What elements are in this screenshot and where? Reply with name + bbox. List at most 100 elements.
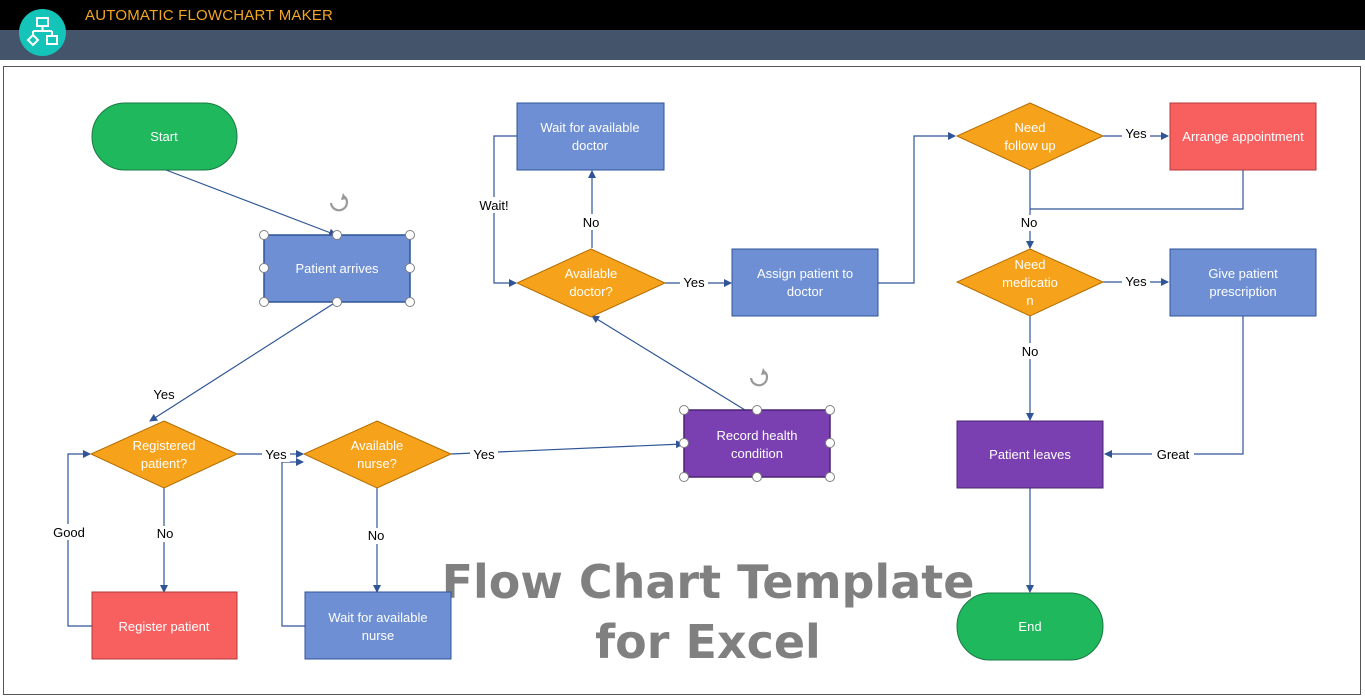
label-bg (1017, 215, 1041, 231)
label-bg (1018, 343, 1042, 359)
edge-label-no: No (1022, 344, 1039, 359)
node-patient-arrives[interactable]: Patient arrives (263, 234, 411, 303)
edge-label-yes: Yes (683, 275, 705, 290)
process-shape (731, 248, 879, 317)
process-shape (956, 420, 1104, 489)
edge-label-no: No (583, 215, 600, 230)
resize-handle[interactable] (405, 263, 415, 273)
decision-shape (955, 102, 1105, 171)
node-label: Start (150, 129, 178, 144)
app-title: AUTOMATIC FLOWCHART MAKER (85, 7, 334, 24)
node-need-medication[interactable]: Need medicatio n (955, 248, 1105, 317)
edge-label-no: No (157, 526, 174, 541)
node-label-line-2: follow up (1004, 138, 1055, 153)
node-give-prescription[interactable]: Give patient prescription (1169, 248, 1317, 317)
edge-arrives-registered (149, 301, 337, 422)
edge-label-yes: Yes (1125, 274, 1147, 289)
node-need-follow-up[interactable]: Need follow up (955, 102, 1105, 171)
resize-handle[interactable] (679, 472, 689, 482)
edge-waitnurse-nurse (281, 458, 305, 627)
decision-shape (89, 420, 239, 489)
node-label-line-1: Give patient (1208, 266, 1278, 281)
node-label-line-1: Assign patient to (757, 266, 853, 281)
edge-label-yes: Yes (265, 447, 287, 462)
node-available-nurse[interactable]: Available nurse? (302, 420, 453, 489)
flowchart-icon[interactable] (19, 9, 66, 56)
resize-handle[interactable] (405, 230, 415, 240)
node-label-line-2: nurse? (357, 456, 397, 471)
resize-handle[interactable] (825, 405, 835, 415)
resize-handle[interactable] (259, 230, 269, 240)
node-end[interactable]: End (956, 592, 1104, 661)
edge-record-doctor (591, 315, 746, 411)
node-label: Arrange appointment (1182, 129, 1304, 144)
node-label-line-1: Record health (717, 428, 798, 443)
process-shape (304, 591, 452, 660)
resize-handle[interactable] (679, 438, 689, 448)
terminal-shape (91, 102, 238, 171)
label-bg (1122, 126, 1150, 142)
watermark-line-1: Flow Chart Template (442, 555, 975, 609)
edge-label-yes: Yes (1125, 126, 1147, 141)
rotate-handle-icon[interactable] (749, 368, 768, 387)
edge-prescription-leaves (1104, 316, 1244, 458)
resize-handle[interactable] (259, 297, 269, 307)
edge-label-great: Great (1157, 447, 1190, 462)
process-shape (516, 102, 665, 171)
resize-handle[interactable] (825, 472, 835, 482)
resize-handle[interactable] (405, 297, 415, 307)
edge-start-arrives (165, 169, 337, 237)
node-label-line-1: Wait for available (328, 610, 427, 625)
process-shape (91, 591, 238, 660)
page-title: FLOWCHART (85, 67, 195, 86)
node-label: End (1018, 619, 1041, 634)
edge-assign-follow (878, 132, 956, 284)
resize-handle[interactable] (825, 438, 835, 448)
node-register-patient[interactable]: Register patient (91, 591, 238, 660)
node-label-line-2: condition (731, 446, 783, 461)
node-assign-doctor[interactable]: Assign patient to doctor (731, 248, 879, 317)
node-wait-nurse[interactable]: Wait for available nurse (304, 591, 452, 660)
process-shape (1169, 248, 1317, 317)
flowchart-icon-glyph (26, 17, 58, 47)
label-bg (262, 446, 290, 462)
flowchart-canvas (3, 66, 1361, 695)
resize-handle[interactable] (332, 230, 342, 240)
edge-appointment-merge (1030, 170, 1244, 210)
node-available-doctor[interactable]: Available doctor? (515, 248, 667, 318)
edge-labels: Yes Yes No Good Yes No No Wait! Yes Yes … (50, 126, 1194, 544)
node-arrange-appointment[interactable]: Arrange appointment (1169, 102, 1317, 171)
node-label-line-1: Need (1014, 257, 1045, 272)
node-wait-doctor[interactable]: Wait for available doctor (516, 102, 665, 171)
process-shape (683, 409, 831, 478)
node-label: Patient arrives (295, 261, 379, 276)
node-patient-leaves[interactable]: Patient leaves (956, 420, 1104, 489)
node-label-line-1: Registered (133, 438, 196, 453)
edge-label-yes: Yes (473, 447, 495, 462)
resize-handle[interactable] (332, 297, 342, 307)
terminal-shape (956, 592, 1104, 661)
selection-handles-record-health[interactable] (679, 405, 835, 482)
node-label-line-2: prescription (1209, 284, 1276, 299)
node-label-line-1: Available (565, 266, 618, 281)
page-title-bar: FLOWCHART (0, 30, 1365, 86)
app-title-bar: AUTOMATIC FLOWCHART MAKER (0, 0, 1365, 30)
node-label-line-1: Need (1014, 120, 1045, 135)
resize-handle[interactable] (679, 405, 689, 415)
node-label-line-2: doctor? (569, 284, 612, 299)
label-bg (579, 214, 603, 230)
node-label-line-2: patient? (141, 456, 187, 471)
resize-handle[interactable] (752, 405, 762, 415)
resize-handle[interactable] (259, 263, 269, 273)
label-bg (1152, 446, 1194, 462)
watermark-line-2: for Excel (595, 615, 821, 669)
resize-handle[interactable] (752, 472, 762, 482)
selection-handles-patient-arrives[interactable] (259, 230, 415, 307)
rotate-handle-icon[interactable] (329, 193, 348, 212)
node-registered-patient[interactable]: Registered patient? (89, 420, 239, 489)
node-record-health[interactable]: Record health condition (683, 409, 831, 478)
decision-shape (515, 248, 667, 318)
node-start[interactable]: Start (91, 102, 238, 171)
node-label-line-3: n (1026, 293, 1033, 308)
